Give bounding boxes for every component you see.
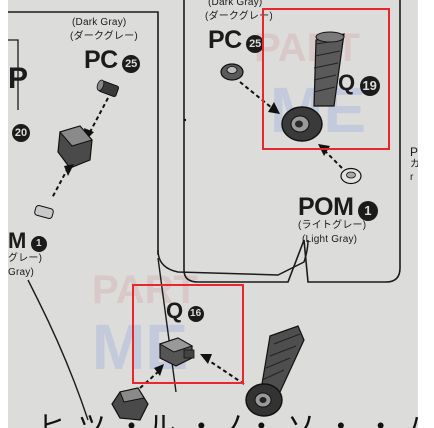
left-edge-jp: グレー) bbox=[8, 253, 43, 264]
q16-label: Q 16 bbox=[166, 300, 204, 322]
pom-part-left-drawing bbox=[34, 205, 54, 219]
right-part-label: PC 25 bbox=[208, 26, 265, 54]
left-edge-pom-num: 1 bbox=[30, 235, 47, 252]
q19-num: 19 bbox=[359, 75, 380, 96]
q19-part-drawing bbox=[281, 31, 345, 142]
left-edge-pom-label: M 1 bbox=[8, 230, 47, 252]
pc25-nut-right-drawing bbox=[220, 63, 244, 81]
pc25-part-left-drawing bbox=[96, 79, 120, 97]
pom-num: 1 bbox=[357, 200, 378, 221]
left-part-label: PC 25 bbox=[84, 46, 141, 74]
right-edge-text-1: P bbox=[410, 145, 418, 159]
pom-nut-right-drawing bbox=[340, 167, 362, 185]
part-20-drawing bbox=[57, 125, 93, 169]
highlight-box-q19 bbox=[262, 8, 390, 150]
left-edge-pom: M bbox=[8, 228, 27, 253]
left-color-jp: (ダークグレー) bbox=[70, 31, 138, 42]
pom-code: POM bbox=[298, 193, 354, 221]
bottom-caption-text: ヒ ツ ・ル ・ノ・ ソ ・ ・ ハ・・ 「レ ・ ・ 」 bbox=[38, 411, 418, 428]
left-callout-line bbox=[157, 257, 177, 393]
right-edge-text-2: カ bbox=[410, 159, 418, 170]
bottom-left-curve bbox=[27, 279, 89, 421]
left-edge-num-label: 20 bbox=[12, 124, 30, 142]
left-part-num: 25 bbox=[122, 54, 141, 73]
highlight-box-q16 bbox=[132, 284, 244, 384]
q19-part-bottom-drawing bbox=[245, 325, 305, 417]
right-part-code: PC bbox=[208, 26, 242, 54]
pom-label: POM 1 bbox=[298, 195, 378, 221]
bottom-left-part-drawing bbox=[111, 387, 149, 421]
q19-code: Q bbox=[338, 70, 356, 95]
left-panel-border bbox=[8, 11, 159, 255]
q16-code: Q bbox=[166, 298, 184, 323]
line-art bbox=[8, 0, 401, 421]
watermark-bottom: PART bbox=[92, 268, 198, 312]
q19-label: Q 19 bbox=[338, 72, 380, 96]
right-panel-border bbox=[183, 0, 401, 283]
pom-jp: (ライトグレー) bbox=[298, 220, 367, 231]
q16-part-drawing bbox=[158, 337, 195, 367]
left-panel-inner-box bbox=[8, 39, 19, 110]
pom-en: (Light Gray) bbox=[302, 234, 358, 245]
left-callout-tail bbox=[157, 239, 309, 276]
left-part-code: PC bbox=[84, 46, 118, 74]
right-color-jp: (ダークグレー) bbox=[205, 11, 273, 22]
instruction-sheet: PART ME PART ME bbox=[8, 0, 418, 428]
left-edge-en: Gray) bbox=[8, 267, 34, 278]
q16-num: 16 bbox=[187, 305, 204, 322]
left-color-en: (Dark Gray) bbox=[72, 17, 127, 28]
right-part-num: 25 bbox=[246, 34, 265, 53]
left-edge-num: 20 bbox=[12, 124, 30, 142]
right-color-en: (Dark Gray) bbox=[208, 0, 263, 8]
left-edge-p: P bbox=[8, 62, 28, 95]
right-edge-text-3: r bbox=[410, 172, 414, 183]
